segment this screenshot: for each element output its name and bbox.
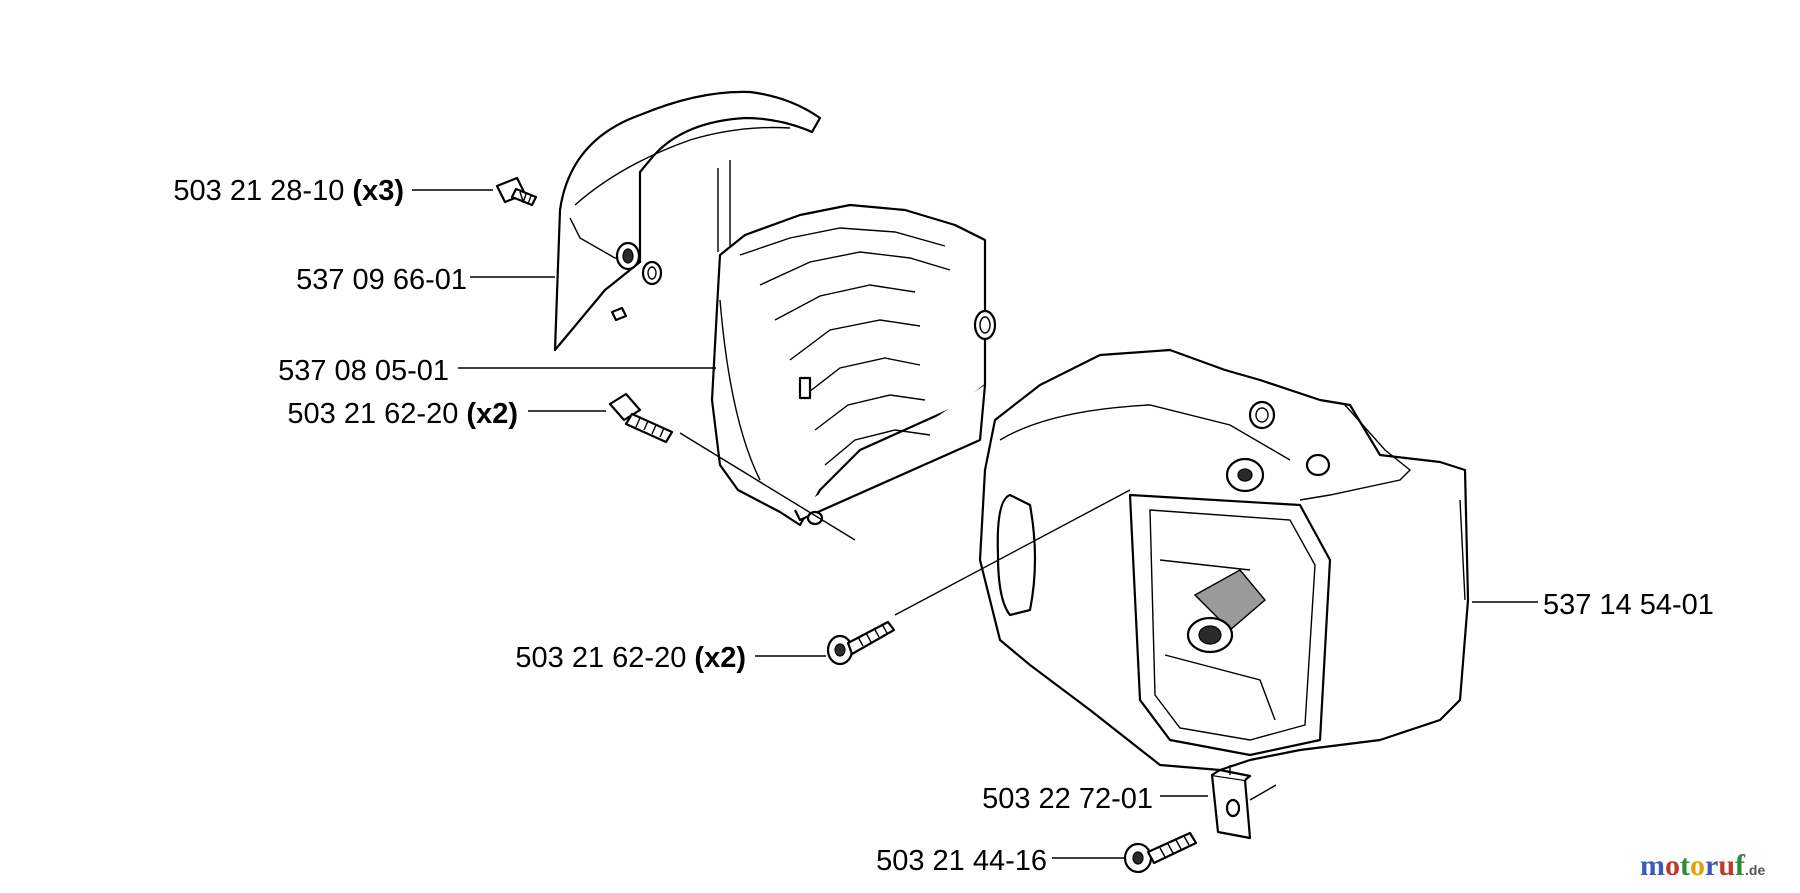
guide-line bbox=[679, 432, 856, 541]
part-label-holder-screw: 503 21 62-20 (x2) bbox=[287, 398, 518, 430]
part-label-cover-screw: 503 21 28-10 (x3) bbox=[173, 175, 404, 207]
watermark-letter: u bbox=[1718, 849, 1735, 882]
watermark-letter: t bbox=[1680, 849, 1690, 882]
guide-line bbox=[894, 489, 1131, 616]
part-label-clip: 503 22 72-01 bbox=[982, 783, 1153, 815]
housing-screw-hw bbox=[826, 620, 896, 666]
cover-screw-hw bbox=[495, 176, 538, 207]
clip-hw bbox=[1210, 768, 1277, 840]
watermark-logo: motoruf.de bbox=[1640, 849, 1765, 882]
watermark-letter: m bbox=[1640, 849, 1665, 882]
cylinder-cover-part bbox=[978, 348, 1470, 772]
holder-screw-hw bbox=[608, 392, 674, 444]
watermark-letter: f bbox=[1735, 849, 1746, 882]
top-cover-part bbox=[553, 90, 822, 352]
watermark-suffix: .de bbox=[1745, 862, 1765, 878]
part-label-top-cover: 537 09 66-01 bbox=[296, 264, 467, 296]
part-label-housing-screw: 503 21 62-20 (x2) bbox=[515, 642, 746, 674]
watermark-letter: o bbox=[1665, 849, 1680, 882]
part-label-clip-screw: 503 21 44-16 bbox=[876, 845, 1047, 877]
watermark-letter: r bbox=[1705, 849, 1718, 882]
filter-holder-part bbox=[710, 203, 997, 527]
clip-screw-hw bbox=[1123, 831, 1198, 874]
part-label-filter-holder: 537 08 05-01 bbox=[278, 355, 449, 387]
part-label-cylinder-cover: 537 14 54-01 bbox=[1543, 589, 1714, 621]
watermark-letter: o bbox=[1690, 849, 1705, 882]
